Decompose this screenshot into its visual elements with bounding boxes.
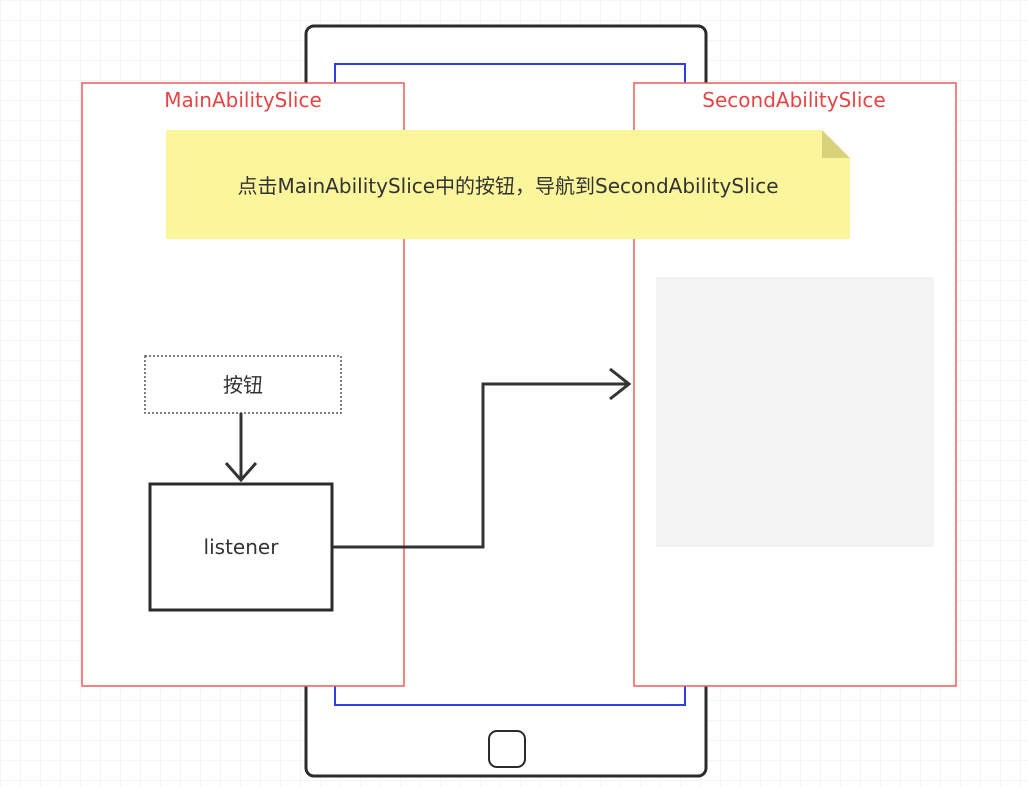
- second-slice-title: SecondAbilitySlice: [702, 88, 885, 112]
- note-fold-corner: [822, 130, 850, 158]
- button-node: 按钮: [144, 355, 342, 414]
- main-slice-title: MainAbilitySlice: [164, 88, 322, 112]
- home-button-icon: [488, 730, 526, 768]
- button-node-box: [144, 355, 342, 414]
- second-slice-content-block: [656, 277, 934, 547]
- button-node-label: 按钮: [223, 373, 263, 397]
- arrow-button-to-listener: [224, 413, 258, 483]
- listener-node: listener: [148, 482, 334, 612]
- sticky-note: 点击MainAbilitySlice中的按钮，导航到SecondAbilityS…: [166, 130, 850, 239]
- listener-node-box: [148, 482, 334, 612]
- note-text: 点击MainAbilitySlice中的按钮，导航到SecondAbilityS…: [237, 174, 778, 198]
- note-body: [166, 130, 850, 239]
- arrow-listener-to-second-slice: [332, 367, 632, 549]
- listener-node-label: listener: [204, 535, 280, 559]
